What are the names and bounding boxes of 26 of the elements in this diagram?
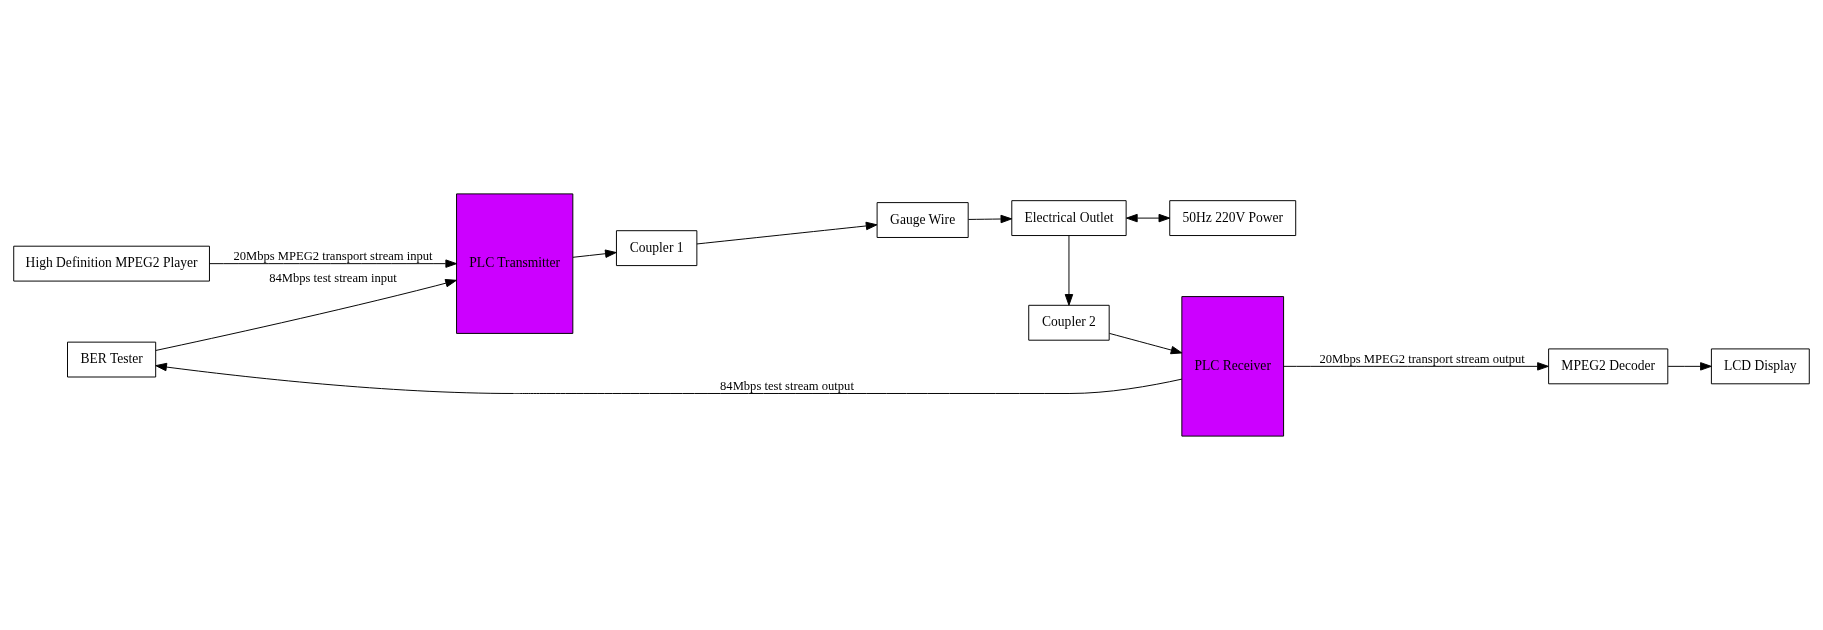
node-box: LCD Display — [1710, 348, 1810, 385]
arrow — [572, 249, 617, 258]
arrow — [1109, 332, 1183, 355]
node-box: High Definition MPEG2 Player — [13, 245, 210, 282]
arrow — [1283, 362, 1549, 371]
edge-label: 20Mbps MPEG2 transport stream output — [1319, 351, 1525, 366]
node-box: Gauge Wire — [876, 202, 969, 238]
node-box: PLC Receiver — [1181, 296, 1285, 437]
node-box: Electrical Outlet — [1011, 200, 1127, 237]
arrow — [968, 214, 1013, 224]
node-box: 50Hz 220V Power — [1169, 200, 1297, 237]
arrow — [696, 221, 878, 245]
node-box: Coupler 1 — [615, 230, 698, 267]
node-box: MPEG2 Decoder — [1548, 348, 1669, 385]
arrow — [209, 259, 458, 268]
node-box: BER Tester — [67, 341, 157, 378]
arrow — [1667, 362, 1712, 371]
arrow — [155, 279, 457, 351]
arrow — [1126, 213, 1171, 223]
arrow — [1064, 235, 1074, 306]
node-box: Coupler 2 — [1028, 304, 1110, 341]
arrow — [155, 362, 1183, 394]
edge-label: 20Mbps MPEG2 transport stream input — [233, 249, 433, 264]
node-box: PLC Transmitter — [456, 193, 574, 334]
edge-label: 84Mbps test stream input — [269, 271, 397, 286]
edge-label: 84Mbps test stream output — [720, 379, 854, 393]
